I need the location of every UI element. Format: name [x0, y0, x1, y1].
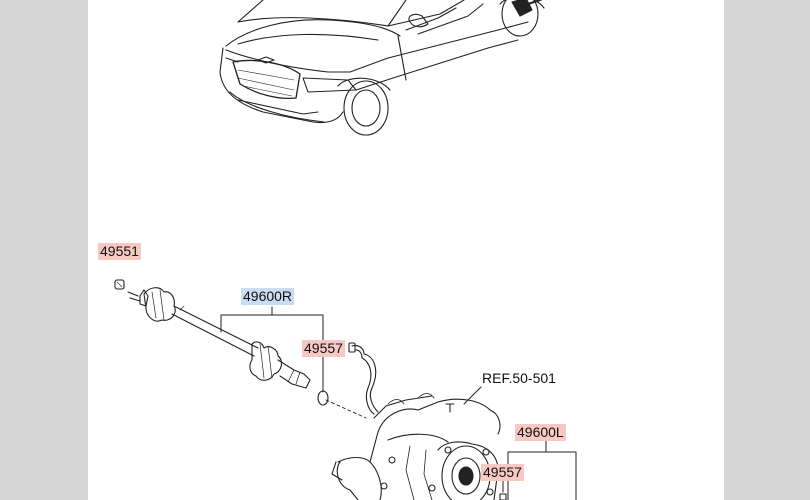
ref-label: REF.50-501 [482, 370, 556, 386]
leader-49600R [220, 306, 324, 393]
part-label-49600L: 49600L [515, 424, 566, 441]
part-label-49551: 49551 [98, 243, 141, 260]
diagram-sheet: 49551 49600R 49557 REF.50-501 49600L 495… [88, 0, 724, 500]
breather-hose [348, 342, 379, 415]
leader-49600L [507, 440, 577, 500]
drive-shaft-right [114, 279, 329, 406]
differential-housing [331, 393, 501, 500]
parts-illustration [114, 0, 577, 500]
part-label-49600R: 49600R [241, 288, 295, 305]
bolt-49551 [114, 279, 125, 290]
vehicle-drawing [219, 0, 545, 136]
part-label-49557-lower: 49557 [481, 464, 524, 481]
part-label-49557-upper: 49557 [302, 340, 345, 357]
